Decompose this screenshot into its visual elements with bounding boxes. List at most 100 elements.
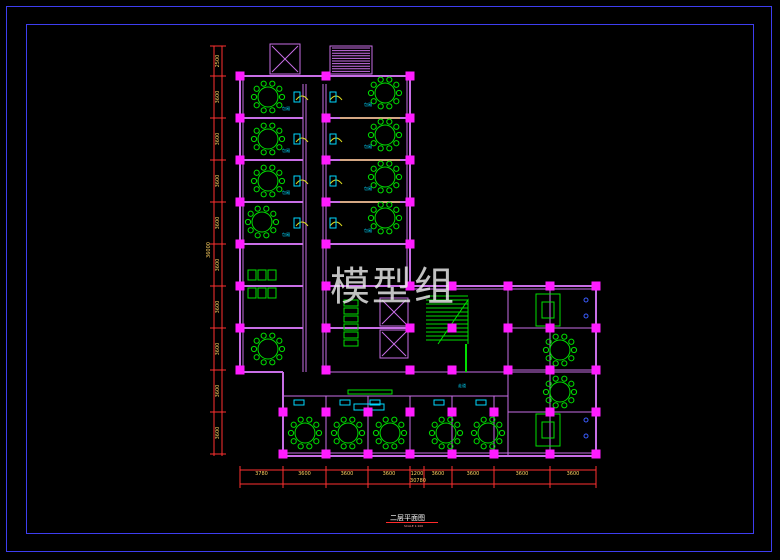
round-table-west-3-chair-3 [254, 232, 261, 239]
round-table-west-3-chair-0 [272, 218, 280, 226]
dim-horizontal-label-3: 3600 [383, 471, 396, 477]
dim-horizontal-label-7: 3600 [516, 471, 529, 477]
column-16 [321, 281, 331, 291]
round-table-east-0-chair-7 [377, 76, 384, 83]
round-table-south-4-chair-5 [470, 429, 478, 437]
stairs [332, 47, 469, 372]
round-table-south-1-chair-0 [358, 429, 366, 437]
sideboard-4 [329, 91, 337, 103]
watermark-text: 模型组 [330, 264, 456, 310]
round-table-south-3-chair-4 [431, 438, 438, 445]
elevator-x2 [271, 45, 299, 73]
dim-vertical-label-8: 3600 [215, 385, 221, 398]
round-table-west-2-chair-4 [253, 186, 260, 193]
round-table-west-2-chair-8 [269, 164, 276, 171]
column-18 [235, 323, 245, 333]
round-table-west-2-chair-1 [276, 186, 283, 193]
round-table-south-1 [330, 416, 366, 450]
round-table-west-0-chair-6 [253, 85, 260, 92]
round-table-west-1 [250, 122, 286, 156]
round-table-east-block-1-chair-9 [568, 380, 575, 387]
lower-cabinet-1 [339, 399, 351, 406]
round-table-east-block-1-chair-0 [570, 388, 578, 396]
round-table-east-2-chair-0 [395, 173, 403, 181]
round-table-east-3-chair-3 [377, 228, 384, 235]
round-table-west-1-chair-0 [278, 135, 286, 143]
round-table-east-0-chair-0 [395, 89, 403, 97]
round-table-west-2-chair-3 [260, 191, 267, 198]
dim-horizontal-label-1: 3600 [298, 471, 311, 477]
round-table-east-2 [367, 160, 403, 194]
round-table-south-0-top [294, 422, 316, 444]
round-table-south-2-chair-7 [382, 416, 389, 423]
round-table-west-3-chair-8 [263, 205, 270, 212]
round-table-west-2-chair-2 [269, 191, 276, 198]
round-table-east-block-1-chair-4 [545, 397, 552, 404]
column-14 [405, 239, 415, 249]
round-table-east-block-1 [542, 375, 578, 409]
round-table-west-1-chair-8 [269, 122, 276, 129]
column-41 [503, 281, 513, 291]
elevator-shaft-top [269, 43, 301, 75]
round-table-south-0 [287, 416, 323, 450]
column-4 [321, 113, 331, 123]
round-table-east-3-chair-1 [393, 223, 400, 230]
round-table-east-block-1-top [549, 381, 571, 403]
round-table-west-3-chair-5 [244, 218, 252, 226]
lounge-chair-3 [247, 287, 257, 299]
lounge-chair-5 [267, 287, 277, 299]
round-table-south-4-chair-8 [489, 416, 496, 423]
column-2 [405, 71, 415, 81]
round-table-east-3-chair-9 [393, 206, 400, 213]
column-46 [545, 323, 555, 333]
round-table-west-1-chair-6 [253, 127, 260, 134]
lounge-chair-2 [267, 269, 277, 281]
round-table-south-2-chair-9 [398, 421, 405, 428]
column-38 [545, 449, 555, 459]
round-table-south-4-chair-3 [480, 443, 487, 450]
column-32 [278, 449, 288, 459]
round-table-west-lower [250, 332, 286, 366]
elevator-2-x2 [381, 331, 407, 357]
round-table-south-3-chair-1 [454, 438, 461, 445]
round-table-east-1-chair-0 [395, 131, 403, 139]
round-table-south-4-chair-9 [496, 421, 503, 428]
column-22 [321, 365, 331, 375]
door-swing-0 [295, 95, 309, 101]
column-9 [235, 197, 245, 207]
round-table-east-0-chair-1 [393, 98, 400, 105]
column-33 [321, 449, 331, 459]
column-34 [363, 449, 373, 459]
round-table-south-3-chair-8 [447, 416, 454, 423]
column-8 [405, 155, 415, 165]
round-table-south-4-chair-1 [496, 438, 503, 445]
dim-horizontal-label-5: 3600 [432, 471, 445, 477]
round-table-west-2-top [257, 170, 279, 192]
round-table-east-1 [367, 118, 403, 152]
round-table-south-3-chair-6 [431, 421, 438, 428]
round-table-east-block-0-chair-8 [561, 333, 568, 340]
room-tag-6: 包厢 [364, 185, 372, 191]
round-table-west-1-chair-2 [269, 149, 276, 156]
round-table-east-block-1-chair-6 [545, 380, 552, 387]
round-table-south-0-chair-8 [306, 416, 313, 423]
column-23 [405, 365, 415, 375]
column-35 [405, 449, 415, 459]
round-table-east-2-chair-4 [370, 182, 377, 189]
dim-horizontal-label-0: 3780 [255, 471, 268, 477]
coffee-table-0 [541, 301, 555, 319]
round-table-east-2-chair-1 [393, 182, 400, 189]
round-table-south-4 [470, 416, 506, 450]
drawing-border-outer [6, 6, 772, 552]
round-table-west-0-chair-4 [253, 102, 260, 109]
dim-vertical-label-2: 3600 [215, 133, 221, 146]
column-6 [235, 155, 245, 165]
corridor-tag: 走道 [458, 382, 466, 388]
room-tag-5: 包厢 [364, 143, 372, 149]
round-table-west-lower-chair-7 [260, 332, 267, 339]
round-table-west-lower-chair-2 [269, 359, 276, 366]
round-table-east-1-chair-7 [377, 118, 384, 125]
round-table-south-2-chair-6 [375, 421, 382, 428]
column-21 [235, 365, 245, 375]
stair-side-step-5 [343, 339, 359, 347]
